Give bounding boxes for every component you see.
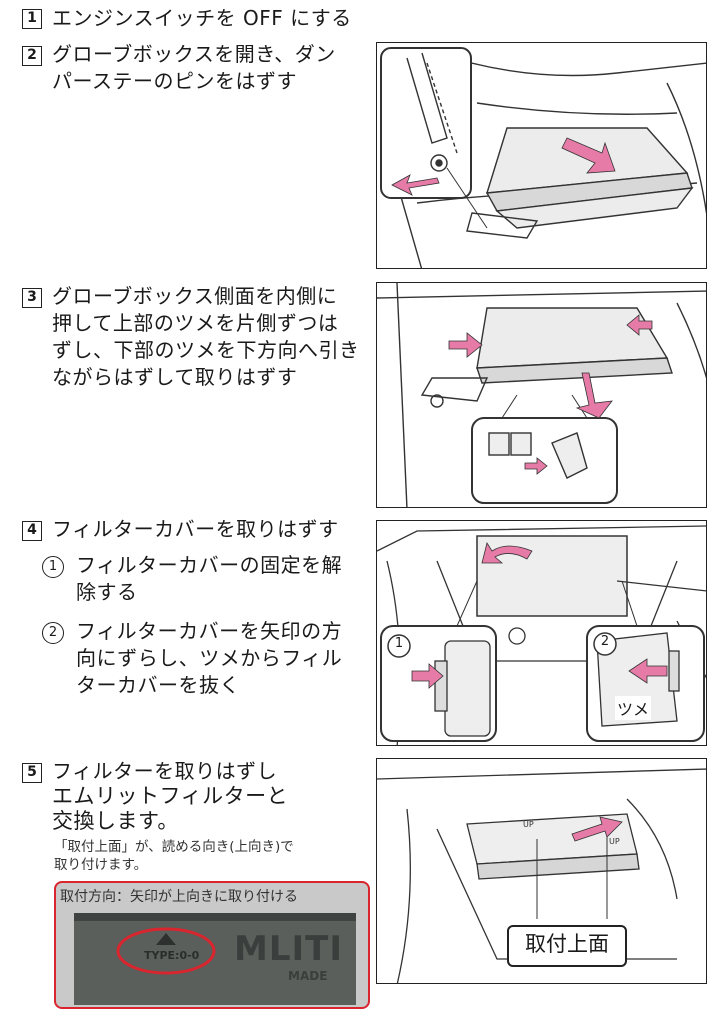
- substep-text-line: ターカバーを抜く: [76, 673, 240, 697]
- stamp-text: TYPE:0-0: [144, 949, 200, 962]
- filter-photo: 取付方向：矢印が上向きに取り付ける TYPE:0-0 MLITI MADE: [54, 881, 370, 1009]
- substep-text-line: フィルターカバーを矢印の方: [76, 619, 343, 643]
- filter-photo-graphic: [74, 913, 356, 1005]
- open-arrow: [561, 137, 616, 174]
- substep-text-line: 除する: [76, 580, 138, 604]
- step-text: エンジンスイッチを OFF にする: [52, 6, 352, 30]
- callout-2: [593, 632, 617, 656]
- cover-arrow: [481, 541, 533, 564]
- figure-filter-cover: 1 2 ツメ: [376, 520, 707, 746]
- up-mark: UP: [609, 837, 620, 846]
- down-arrow: [575, 372, 613, 419]
- note-line: 取り付けます。: [54, 857, 148, 873]
- push-arrow-left: [448, 332, 483, 358]
- filter-install-illustration: [377, 768, 706, 983]
- callout-2-label: 2: [600, 634, 610, 649]
- pull-arrow: [391, 174, 440, 196]
- step-text-line: エムリットフィルターと: [52, 784, 289, 808]
- substep-number: 1: [42, 556, 64, 578]
- step-text-line: パーステーのピンをはずす: [52, 69, 297, 93]
- step-text-line: グローブボックス側面を内側に: [52, 284, 338, 308]
- filter-cover-illustration: [377, 525, 706, 745]
- glovebox-removal-illustration: [377, 283, 706, 507]
- tab-arrow: [524, 457, 548, 475]
- step-text-line: フィルターを取りはずし: [52, 759, 278, 783]
- made-text: MADE: [288, 969, 328, 983]
- step-text-line: ながらはずして取りはずす: [52, 365, 298, 389]
- slide-arrow: [628, 658, 668, 684]
- insert-arrow: [571, 816, 623, 842]
- substep-number: 2: [42, 622, 64, 644]
- push-arrow-right: [626, 314, 653, 336]
- step-number: 3: [22, 288, 42, 308]
- substep-text-line: フィルターカバーの固定を解: [76, 553, 343, 577]
- step-text-line: グローブボックスを開き、ダン: [52, 42, 336, 66]
- step-text-line: 交換します。: [52, 809, 179, 833]
- up-mark: UP: [523, 820, 534, 829]
- glovebox-illustration: [380, 47, 706, 268]
- step-number: 4: [22, 521, 42, 541]
- step-text: フィルターカバーを取りはずす: [52, 517, 339, 541]
- step-text-line: 押して上部のツメを片側ずつは: [52, 311, 339, 335]
- callout-1: [387, 634, 411, 658]
- callout-1-label: 1: [394, 636, 404, 651]
- note-line: 「取付上面」が、読める向き(上向き)で: [54, 839, 294, 855]
- substep-text-line: 向にずらし、ツメからフィル: [76, 646, 343, 670]
- step-text-line: ずし、下部のツメを下方向へ引き: [52, 338, 360, 362]
- step-number: 1: [22, 9, 42, 29]
- figure-filter-install: UP UP 取付上面: [376, 758, 707, 984]
- figure-glovebox-remove: [376, 282, 707, 508]
- brand-text: MLITI: [234, 929, 343, 969]
- photo-caption: 取付方向：矢印が上向きに取り付ける: [60, 889, 298, 905]
- install-top-label: 取付上面: [507, 925, 627, 967]
- step-number: 5: [22, 763, 42, 783]
- tsume-label: ツメ: [615, 696, 652, 720]
- step-number: 2: [22, 46, 42, 66]
- release-arrow: [411, 663, 444, 689]
- figure-glovebox-open: [376, 42, 707, 269]
